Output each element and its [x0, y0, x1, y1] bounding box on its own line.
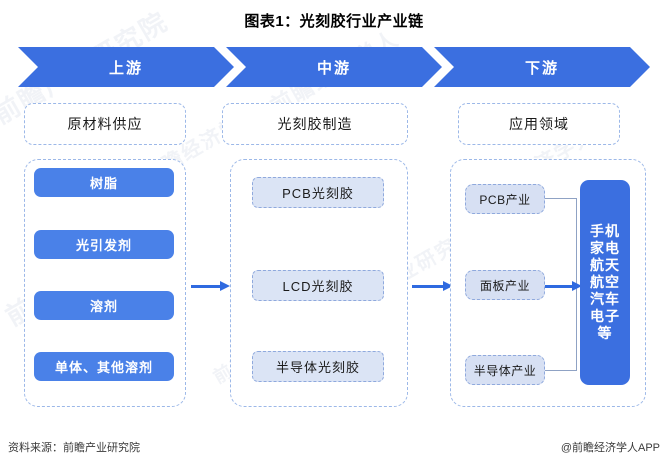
application-line: 家电	[590, 239, 620, 256]
application-line: 等	[597, 325, 613, 342]
downstream-item: 半导体产业	[465, 355, 545, 385]
midstream-item: LCD光刻胶	[252, 270, 384, 301]
downstream-item: PCB产业	[465, 184, 545, 214]
banner-segment-upstream: 上游	[18, 47, 234, 87]
chart-title: 图表1：光刻胶行业产业链	[244, 13, 424, 30]
downstream-item: 面板产业	[465, 270, 545, 300]
flow-arrow-upstream-to-midstream	[191, 281, 230, 291]
credit-note: @前瞻经济学人APP	[560, 442, 660, 454]
upstream-item: 溶剂	[34, 291, 174, 320]
midstream-item: PCB光刻胶	[252, 177, 384, 208]
application-fields-box: 手机 家电 航天 航空 汽车 电子 等	[580, 180, 630, 385]
connector-arrowhead	[572, 281, 582, 291]
application-line: 手机	[590, 222, 620, 239]
upstream-item: 单体、其他溶剂	[34, 352, 174, 381]
application-line: 航空	[590, 273, 620, 290]
banner-segment-midstream: 中游	[226, 47, 442, 87]
banner-segment-downstream: 下游	[434, 47, 650, 87]
connector-line-panel	[545, 285, 575, 288]
midstream-header: 光刻胶制造	[222, 103, 408, 145]
downstream-header: 应用领域	[458, 103, 620, 145]
flow-arrow-midstream-to-downstream	[412, 281, 453, 291]
value-chain-banner: 上游 中游 下游	[18, 47, 650, 87]
connector-line-semiconductor	[545, 370, 577, 371]
midstream-item: 半导体光刻胶	[252, 351, 384, 382]
application-line: 汽车	[590, 291, 620, 308]
upstream-item: 光引发剂	[34, 230, 174, 259]
upstream-item: 树脂	[34, 168, 174, 197]
connector-line-pcb	[545, 198, 577, 199]
application-line: 航天	[590, 256, 620, 273]
application-line: 电子	[590, 308, 620, 325]
upstream-header: 原材料供应	[24, 103, 186, 145]
source-note: 资料来源：前瞻产业研究院	[8, 442, 140, 454]
